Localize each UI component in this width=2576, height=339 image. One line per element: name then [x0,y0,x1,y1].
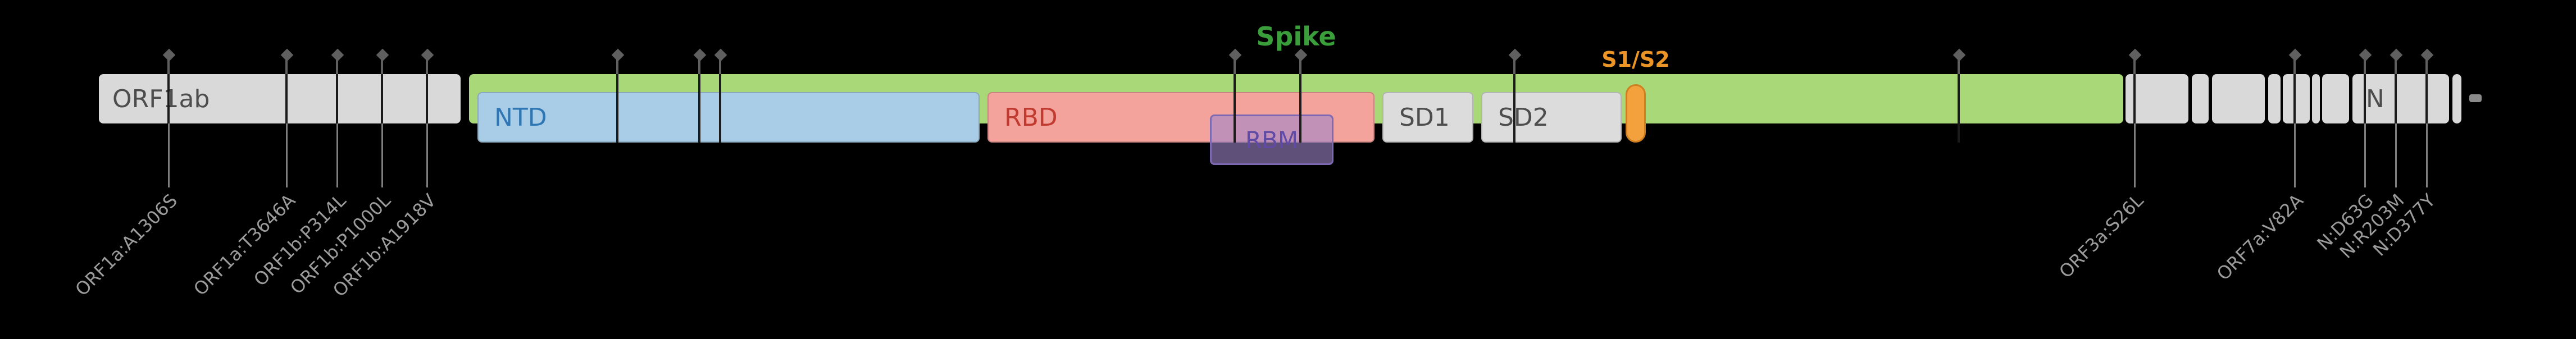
gene-orf7b [2312,74,2320,123]
mutation-tick-stub [426,59,428,74]
mutation-tick-stub [2395,59,2397,74]
spike-domain-sd2: SD2 [1481,92,1622,143]
mutation-tick-stub [2293,59,2296,74]
gene-label-n: N [2366,84,2384,113]
mutation-tick [167,74,170,123]
mutation-tick-stub [698,59,700,74]
mutation-label-connector [168,123,170,187]
spike-domain-ntd: NTD [477,92,980,143]
spike-domain-label-sd1: SD1 [1399,103,1450,132]
gene-e [2192,74,2209,123]
mutation-label-connector [286,123,288,187]
mutation-tick-stub [1513,59,1515,74]
mutation-tick [1299,74,1301,143]
mutation-tick [1513,74,1515,143]
mutation-tick [1234,74,1236,143]
mutation-tick [698,74,700,143]
mutation-tick [336,74,338,123]
gene-label-orf1ab: ORF1ab [112,84,210,113]
gene-orf10 [2452,74,2461,123]
mutation-tick [2425,74,2428,123]
mutation-label-connector [381,123,383,187]
mutation-tick [381,74,383,123]
mutation-tick-stub [2425,59,2428,74]
gene-orf3a [2126,74,2188,123]
mutation-tick-stub [1299,59,1301,74]
spike-domain-label-ntd: NTD [494,103,547,132]
mutation-tick [285,74,288,123]
gene-orf1ab: ORF1ab [99,74,461,123]
mutation-label-connector [426,123,428,187]
gene-n: N [2352,74,2449,123]
spike-domain-sd1: SD1 [1382,92,1473,143]
spike-domain-label-sd2: SD2 [1498,103,1549,132]
mutation-tick [1958,74,1960,143]
mutation-tick [2293,74,2296,123]
mutation-label-connector [2395,123,2397,187]
mutation-tick-stub [2364,59,2366,74]
mutation-label-connector [2134,123,2136,187]
mutation-tick [2364,74,2366,123]
genome-end-marker [2469,94,2482,102]
mutation-tick-stub [616,59,618,74]
mutation-label-text: ORF7a:V82A [2212,190,2308,285]
mutation-tick-stub [167,59,170,74]
s1s2-cleavage-label: S1/S2 [1601,47,1670,72]
mutation-tick-stub [1234,59,1236,74]
mutation-tick-stub [336,59,338,74]
mutation-label-text: ORF3a:S26L [2054,190,2147,283]
spike-gene-label: Spike [1256,21,1336,52]
mutation-tick [2395,74,2397,123]
mutation-label-connector [2426,123,2428,187]
mutation-label-connector [2364,123,2366,187]
mutation-tick [616,74,618,143]
mutation-tick-stub [1958,59,1960,74]
spike-domain-label-rbd: RBD [1004,103,1058,132]
gene-orf8 [2322,74,2349,123]
mutation-label-connector [2294,123,2296,187]
mutation-label-text: ORF1a:A1306S [71,190,181,300]
gene-orf6 [2268,74,2281,123]
gene-m [2212,74,2265,123]
spike-domain-rbm: RBM [1210,114,1333,165]
mutation-tick [426,74,428,123]
mutation-tick [719,74,721,143]
mutation-tick-stub [2133,59,2136,74]
mutation-tick-stub [381,59,383,74]
mutation-tick-stub [719,59,721,74]
mutation-tick [2133,74,2136,123]
mutation-tick-stub [285,59,288,74]
mutation-label-connector [336,123,338,187]
gene-orf7a [2283,74,2310,123]
s1s2-cleavage-marker [1626,84,1646,143]
